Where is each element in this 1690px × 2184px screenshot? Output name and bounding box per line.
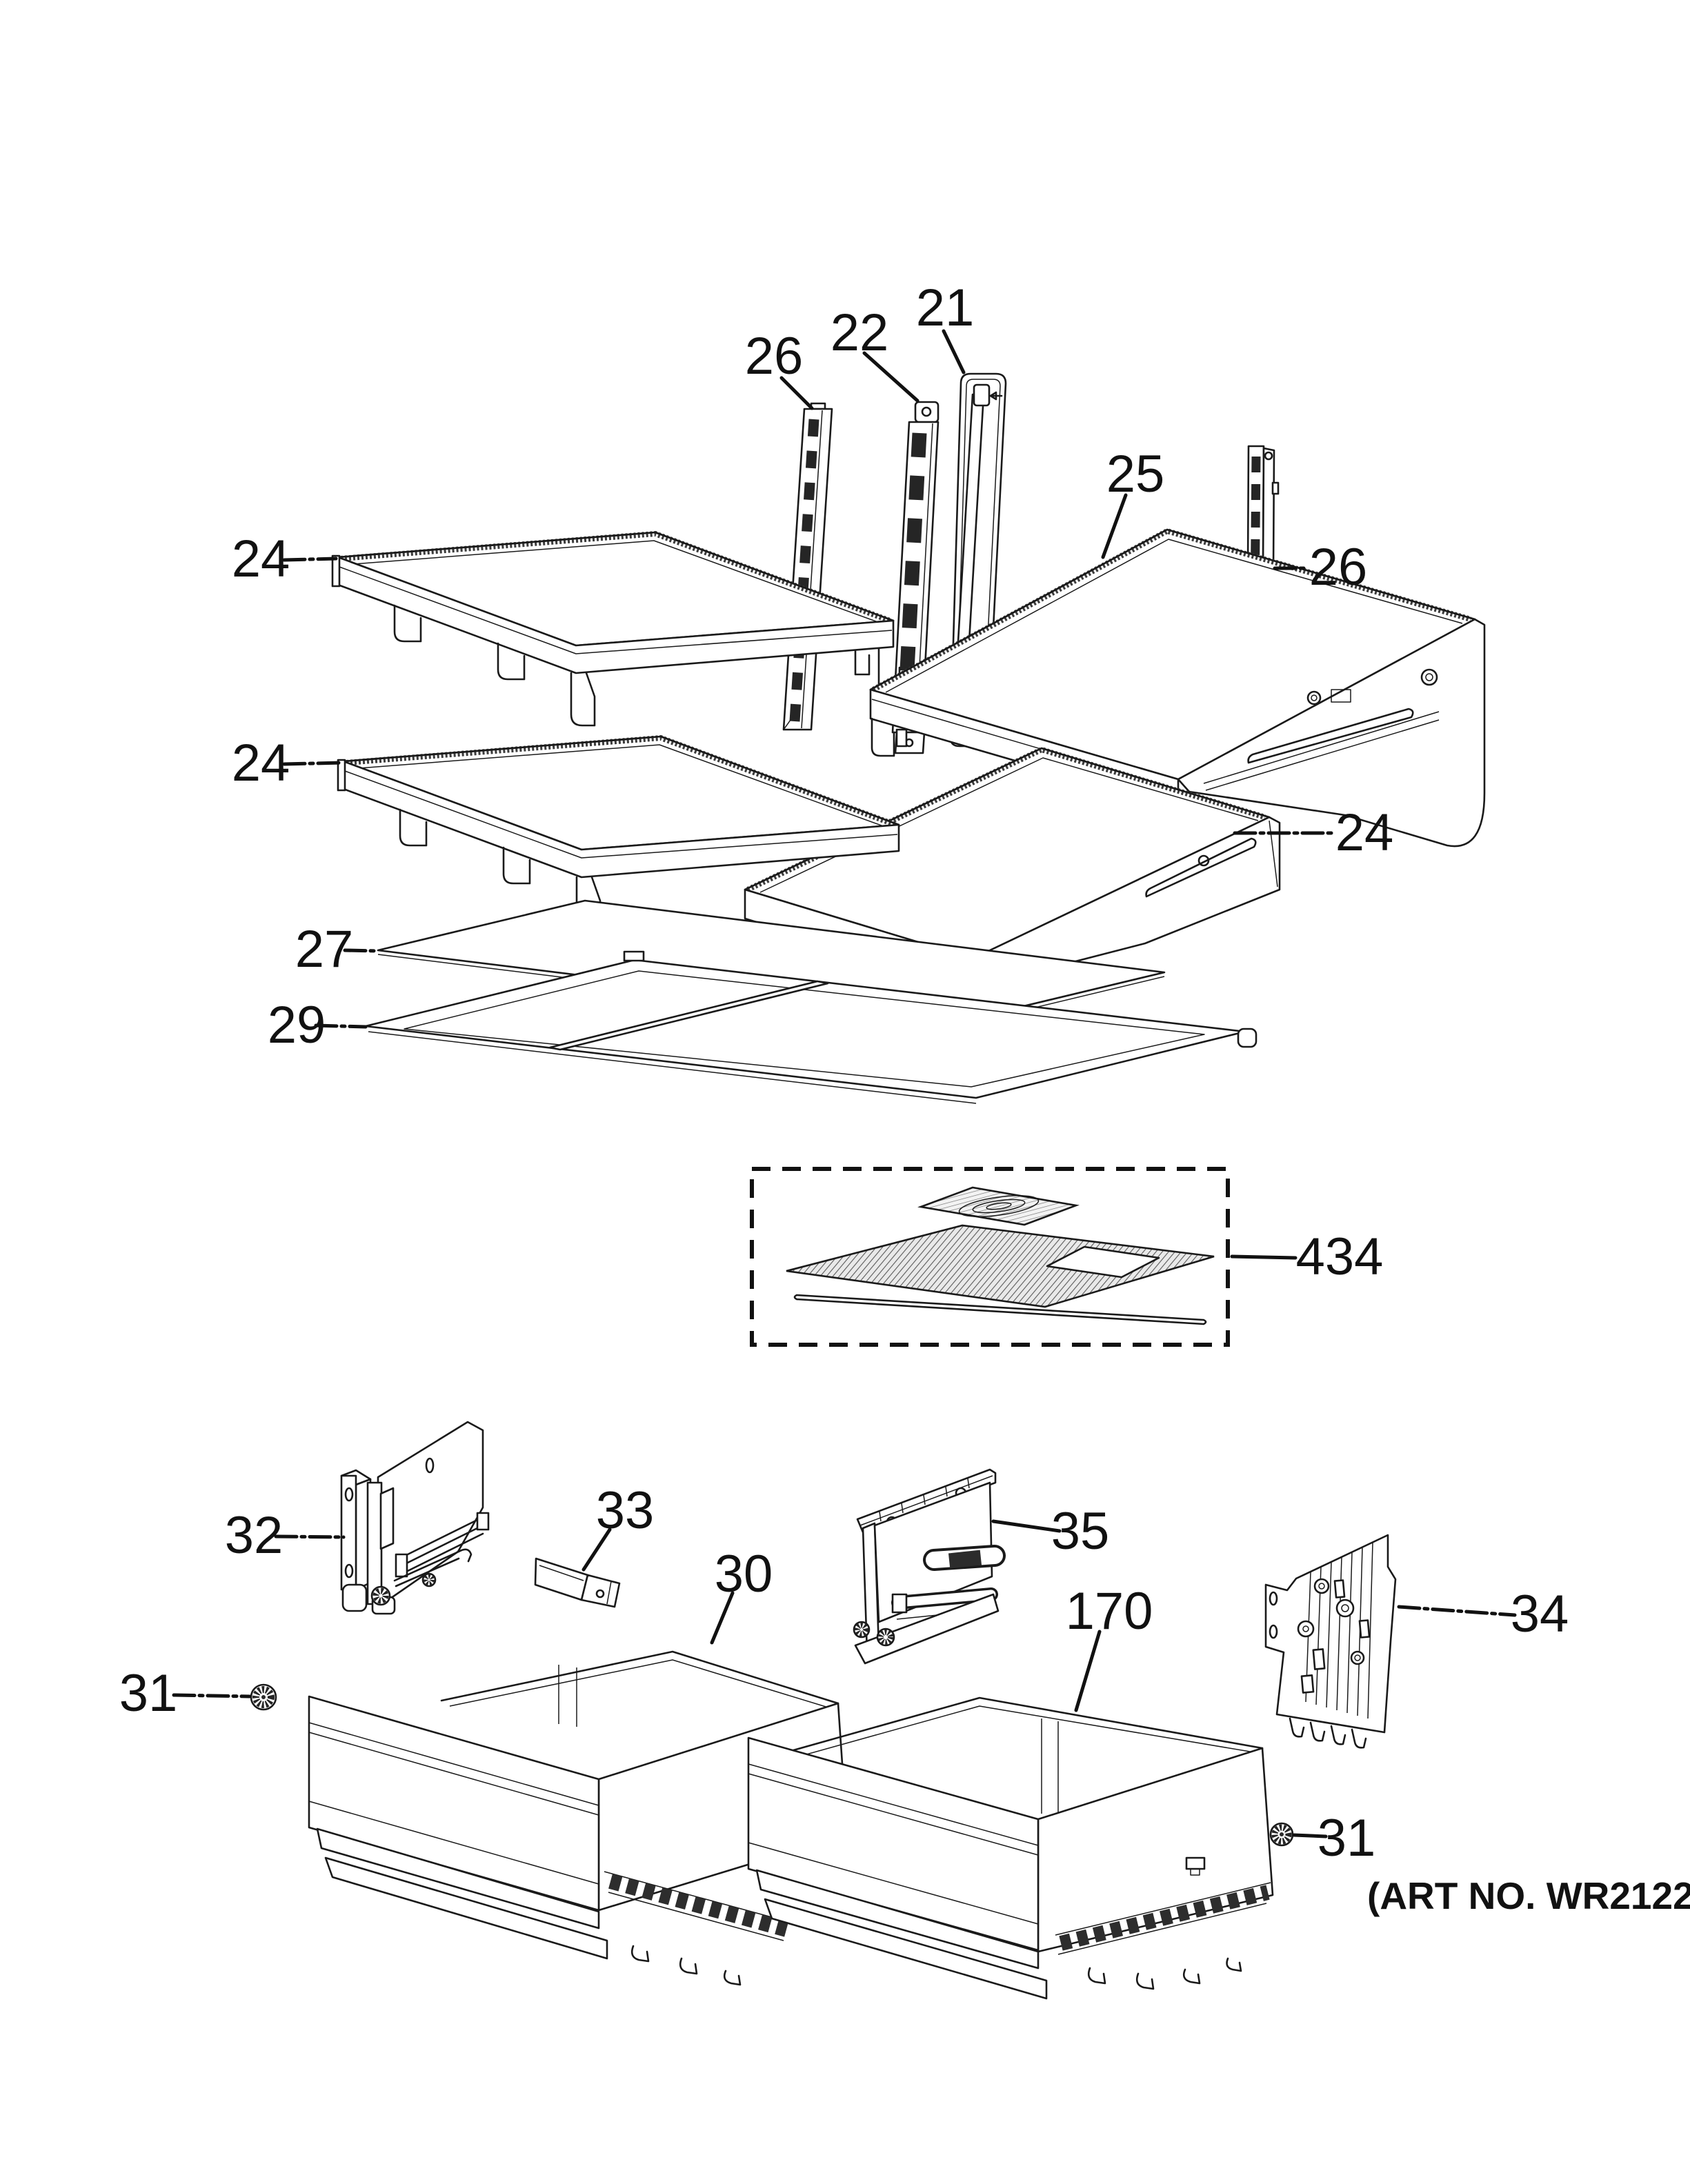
callout-21: 21 [916, 279, 975, 337]
leader-30 [710, 1591, 735, 1645]
callout-29: 29 [268, 996, 326, 1054]
callout-labels: 21 22 26 25 24 26 24 24 27 29 434 32 33 … [119, 279, 1569, 1867]
callout-26-right: 26 [1309, 538, 1368, 597]
callout-24-row1: 24 [232, 530, 290, 588]
callout-32: 32 [225, 1506, 284, 1565]
dashed-kit-box [750, 1167, 1230, 1347]
end-panel-34 [1264, 1534, 1397, 1749]
kit-434 [750, 1167, 1230, 1347]
drawer-170 [747, 1696, 1274, 2000]
callout-25: 25 [1106, 445, 1165, 503]
leader-24-row2-left [282, 761, 344, 766]
leader-26-left [779, 376, 814, 410]
cap-31-right [1269, 1822, 1294, 1847]
shelf-hook [871, 717, 895, 757]
leader-27 [343, 948, 380, 953]
shelf-24-row1 [331, 530, 901, 727]
callout-24-row2-right: 24 [1335, 803, 1394, 862]
callout-27: 27 [295, 920, 354, 979]
cap-31-left [250, 1683, 277, 1711]
slide-bracket-33 [534, 1557, 621, 1608]
shelf-hook [393, 604, 422, 643]
drawer-side-wall [1037, 1747, 1274, 1953]
leader-35 [991, 1519, 1062, 1533]
drawer-rim [792, 1696, 1264, 1816]
callout-35: 35 [1051, 1502, 1110, 1561]
insulation-mat [786, 1224, 1215, 1308]
callout-26-left: 26 [745, 327, 804, 385]
leader-434 [1230, 1254, 1298, 1260]
drawer-gear-rail [604, 1871, 793, 1986]
drawer-gear-rail [1055, 1882, 1271, 1990]
leader-33 [581, 1527, 612, 1572]
shelf-hook [399, 808, 428, 847]
leader-170 [1074, 1630, 1102, 1712]
vent-grille [917, 1186, 1080, 1226]
shelf-frame-29 [364, 950, 1257, 1104]
leader-25 [1101, 493, 1128, 559]
corner-bracket [570, 672, 596, 727]
shelf-hook [502, 846, 531, 885]
leader-21 [942, 329, 966, 374]
art-number: (ART NO. WR21222 C4) [1367, 1874, 1690, 1917]
callout-24-row2-left: 24 [232, 734, 290, 792]
slide-panel-32 [340, 1421, 490, 1615]
callout-170: 170 [1066, 1582, 1153, 1641]
callout-31-right: 31 [1318, 1809, 1376, 1867]
slide-rail [393, 1512, 490, 1587]
callout-31-left: 31 [119, 1664, 178, 1723]
callout-leaders [172, 329, 1517, 1839]
callout-34: 34 [1511, 1585, 1569, 1643]
drawer-rim [440, 1650, 839, 1727]
leader-31-right [1292, 1833, 1328, 1839]
callout-33: 33 [596, 1481, 655, 1540]
callout-22: 22 [831, 303, 889, 362]
shelf-24-row2-right [744, 746, 1281, 989]
drawer-front-panel [747, 1736, 1048, 2000]
callout-434: 434 [1296, 1228, 1384, 1286]
divider-35 [853, 1468, 1006, 1665]
drawer-front-panel [308, 1695, 608, 1960]
leader-34 [1397, 1605, 1517, 1617]
leader-31-left [172, 1693, 252, 1699]
shelf-hook [497, 642, 526, 681]
panel-hooks [1289, 1717, 1367, 1749]
seal-rod [793, 1294, 1207, 1325]
leader-22 [862, 351, 919, 403]
divider-slide [891, 1545, 1006, 1620]
leader-24-row1 [282, 557, 338, 562]
shelf-24-row2-left [337, 734, 900, 931]
rail-26-left [782, 402, 833, 731]
leader-29 [314, 1023, 368, 1029]
callout-30: 30 [715, 1545, 773, 1603]
leader-32 [274, 1534, 346, 1539]
